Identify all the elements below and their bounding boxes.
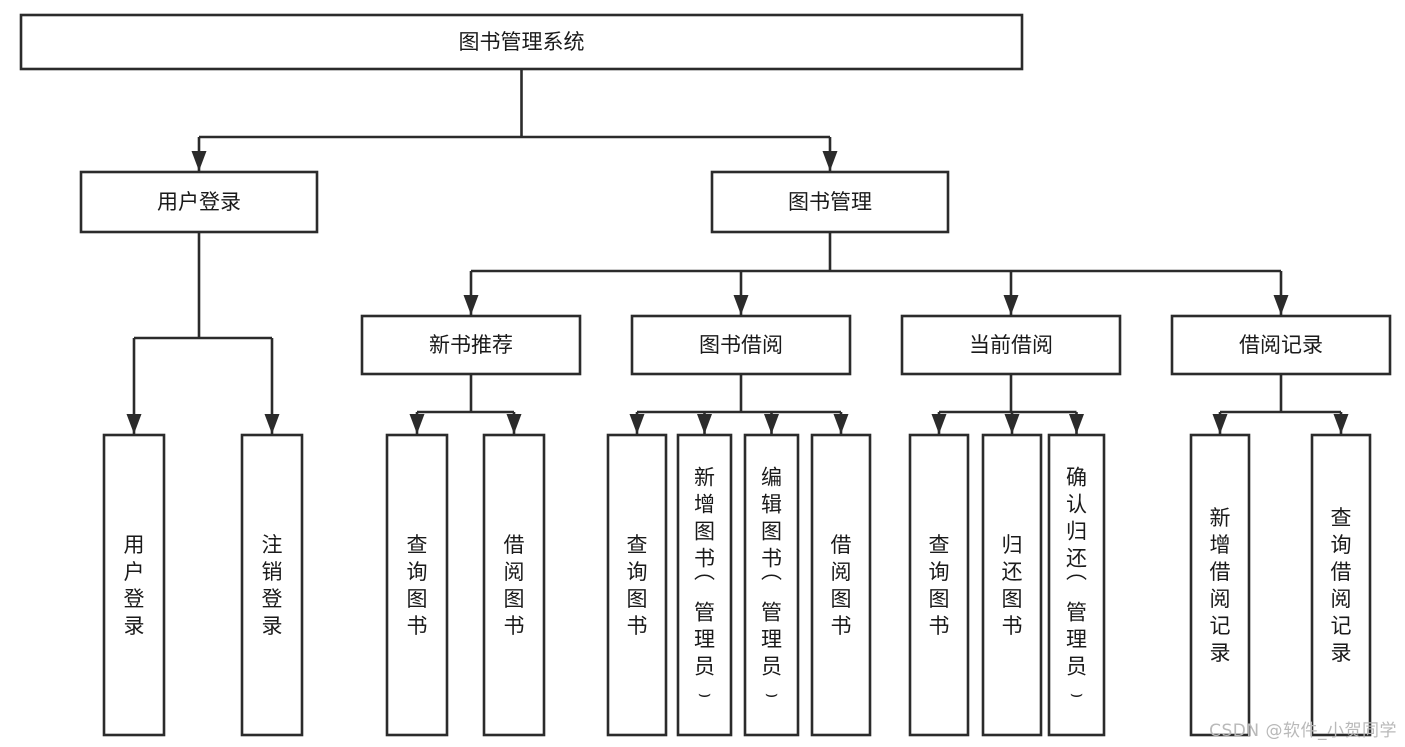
node-label: 借阅图书 [831, 533, 852, 638]
node-label: 图书管理系统 [459, 30, 585, 54]
node-bb-edit-book[interactable]: 编辑图书⌒管理员⌣ [743, 433, 800, 737]
arrow-head [764, 414, 779, 434]
node-box[interactable] [1170, 314, 1392, 376]
node-box[interactable] [79, 170, 319, 234]
node-user-login[interactable]: 用户登录 [79, 170, 319, 234]
node-label: 新增借阅记录 [1210, 506, 1231, 665]
arrow-head [833, 414, 849, 434]
node-box[interactable] [676, 433, 733, 737]
node-label: 图书借阅 [699, 333, 783, 357]
arrow-head [264, 414, 280, 434]
node-label: 当前借阅 [969, 333, 1053, 357]
node-label: 用户登录 [124, 533, 145, 638]
node-label: 借阅图书 [504, 533, 525, 638]
node-box[interactable] [1310, 433, 1372, 737]
node-box[interactable] [630, 314, 852, 376]
node-box[interactable] [810, 433, 872, 737]
node-box[interactable] [482, 433, 546, 737]
arrow-head [409, 414, 425, 434]
node-box[interactable] [908, 433, 970, 737]
node-bb-query-book[interactable]: 查询图书 [606, 433, 668, 737]
node-box[interactable] [385, 433, 449, 737]
arrow-head [1004, 414, 1020, 434]
arrow-head [822, 151, 838, 171]
node-root[interactable]: 图书管理系统 [19, 13, 1024, 71]
arrow-head [463, 295, 479, 315]
node-box[interactable] [360, 314, 582, 376]
node-current-borrow[interactable]: 当前借阅 [900, 314, 1122, 376]
node-book-borrow[interactable]: 图书借阅 [630, 314, 852, 376]
node-label: 确认归还⌒管理员⌣ [1066, 466, 1087, 706]
node-label: 借阅记录 [1239, 333, 1323, 357]
node-nb-borrow-book[interactable]: 借阅图书 [482, 433, 546, 737]
node-nb-query-book[interactable]: 查询图书 [385, 433, 449, 737]
node-label: 新增图书⌒管理员⌣ [694, 466, 715, 706]
node-label: 注销登录 [262, 533, 283, 638]
node-label: 图书管理 [788, 190, 872, 214]
arrow-head [1333, 414, 1349, 434]
node-label: 查询借阅记录 [1331, 506, 1352, 665]
arrow-head [1273, 295, 1289, 315]
node-book-manage[interactable]: 图书管理 [710, 170, 950, 234]
node-box[interactable] [981, 433, 1043, 737]
node-layer: 图书管理系统用户登录图书管理用户登录注销登录新书推荐查询图书借阅图书图书借阅查询… [19, 13, 1392, 737]
connector-layer [126, 69, 1349, 434]
node-cb-query-book[interactable]: 查询图书 [908, 433, 970, 737]
node-label: 查询图书 [407, 533, 428, 638]
arrow-head [126, 414, 142, 434]
arrow-head [1003, 295, 1019, 315]
node-bb-borrow-book[interactable]: 借阅图书 [810, 433, 872, 737]
node-label: 用户登录 [157, 190, 241, 214]
node-bb-add-book[interactable]: 新增图书⌒管理员⌣ [676, 433, 733, 737]
node-user-login-leaf[interactable]: 用户登录 [102, 433, 166, 737]
node-box[interactable] [240, 433, 304, 737]
node-cb-confirm-return[interactable]: 确认归还⌒管理员⌣ [1047, 433, 1106, 737]
arrow-head [191, 151, 207, 171]
node-box[interactable] [743, 433, 800, 737]
node-box[interactable] [1047, 433, 1106, 737]
arrow-head [733, 295, 749, 315]
node-label: 新书推荐 [429, 333, 513, 357]
arrow-head [697, 414, 712, 434]
node-borrow-record[interactable]: 借阅记录 [1170, 314, 1392, 376]
node-user-logout-leaf[interactable]: 注销登录 [240, 433, 304, 737]
arrow-head [931, 414, 947, 434]
node-label: 归还图书 [1002, 533, 1023, 638]
arrow-head [506, 414, 522, 434]
node-box[interactable] [710, 170, 950, 234]
node-box[interactable] [1189, 433, 1251, 737]
node-cb-return-book[interactable]: 归还图书 [981, 433, 1043, 737]
arrow-head [1212, 414, 1228, 434]
node-box[interactable] [19, 13, 1024, 71]
node-box[interactable] [606, 433, 668, 737]
node-new-book-recommend[interactable]: 新书推荐 [360, 314, 582, 376]
node-br-add-record[interactable]: 新增借阅记录 [1189, 433, 1251, 737]
arrow-head [1069, 414, 1084, 434]
node-box[interactable] [102, 433, 166, 737]
arrow-head [629, 414, 645, 434]
node-br-query-record[interactable]: 查询借阅记录 [1310, 433, 1372, 737]
node-label: 查询图书 [929, 533, 950, 638]
node-box[interactable] [900, 314, 1122, 376]
node-label: 编辑图书⌒管理员⌣ [761, 466, 782, 706]
node-label: 查询图书 [627, 533, 648, 638]
